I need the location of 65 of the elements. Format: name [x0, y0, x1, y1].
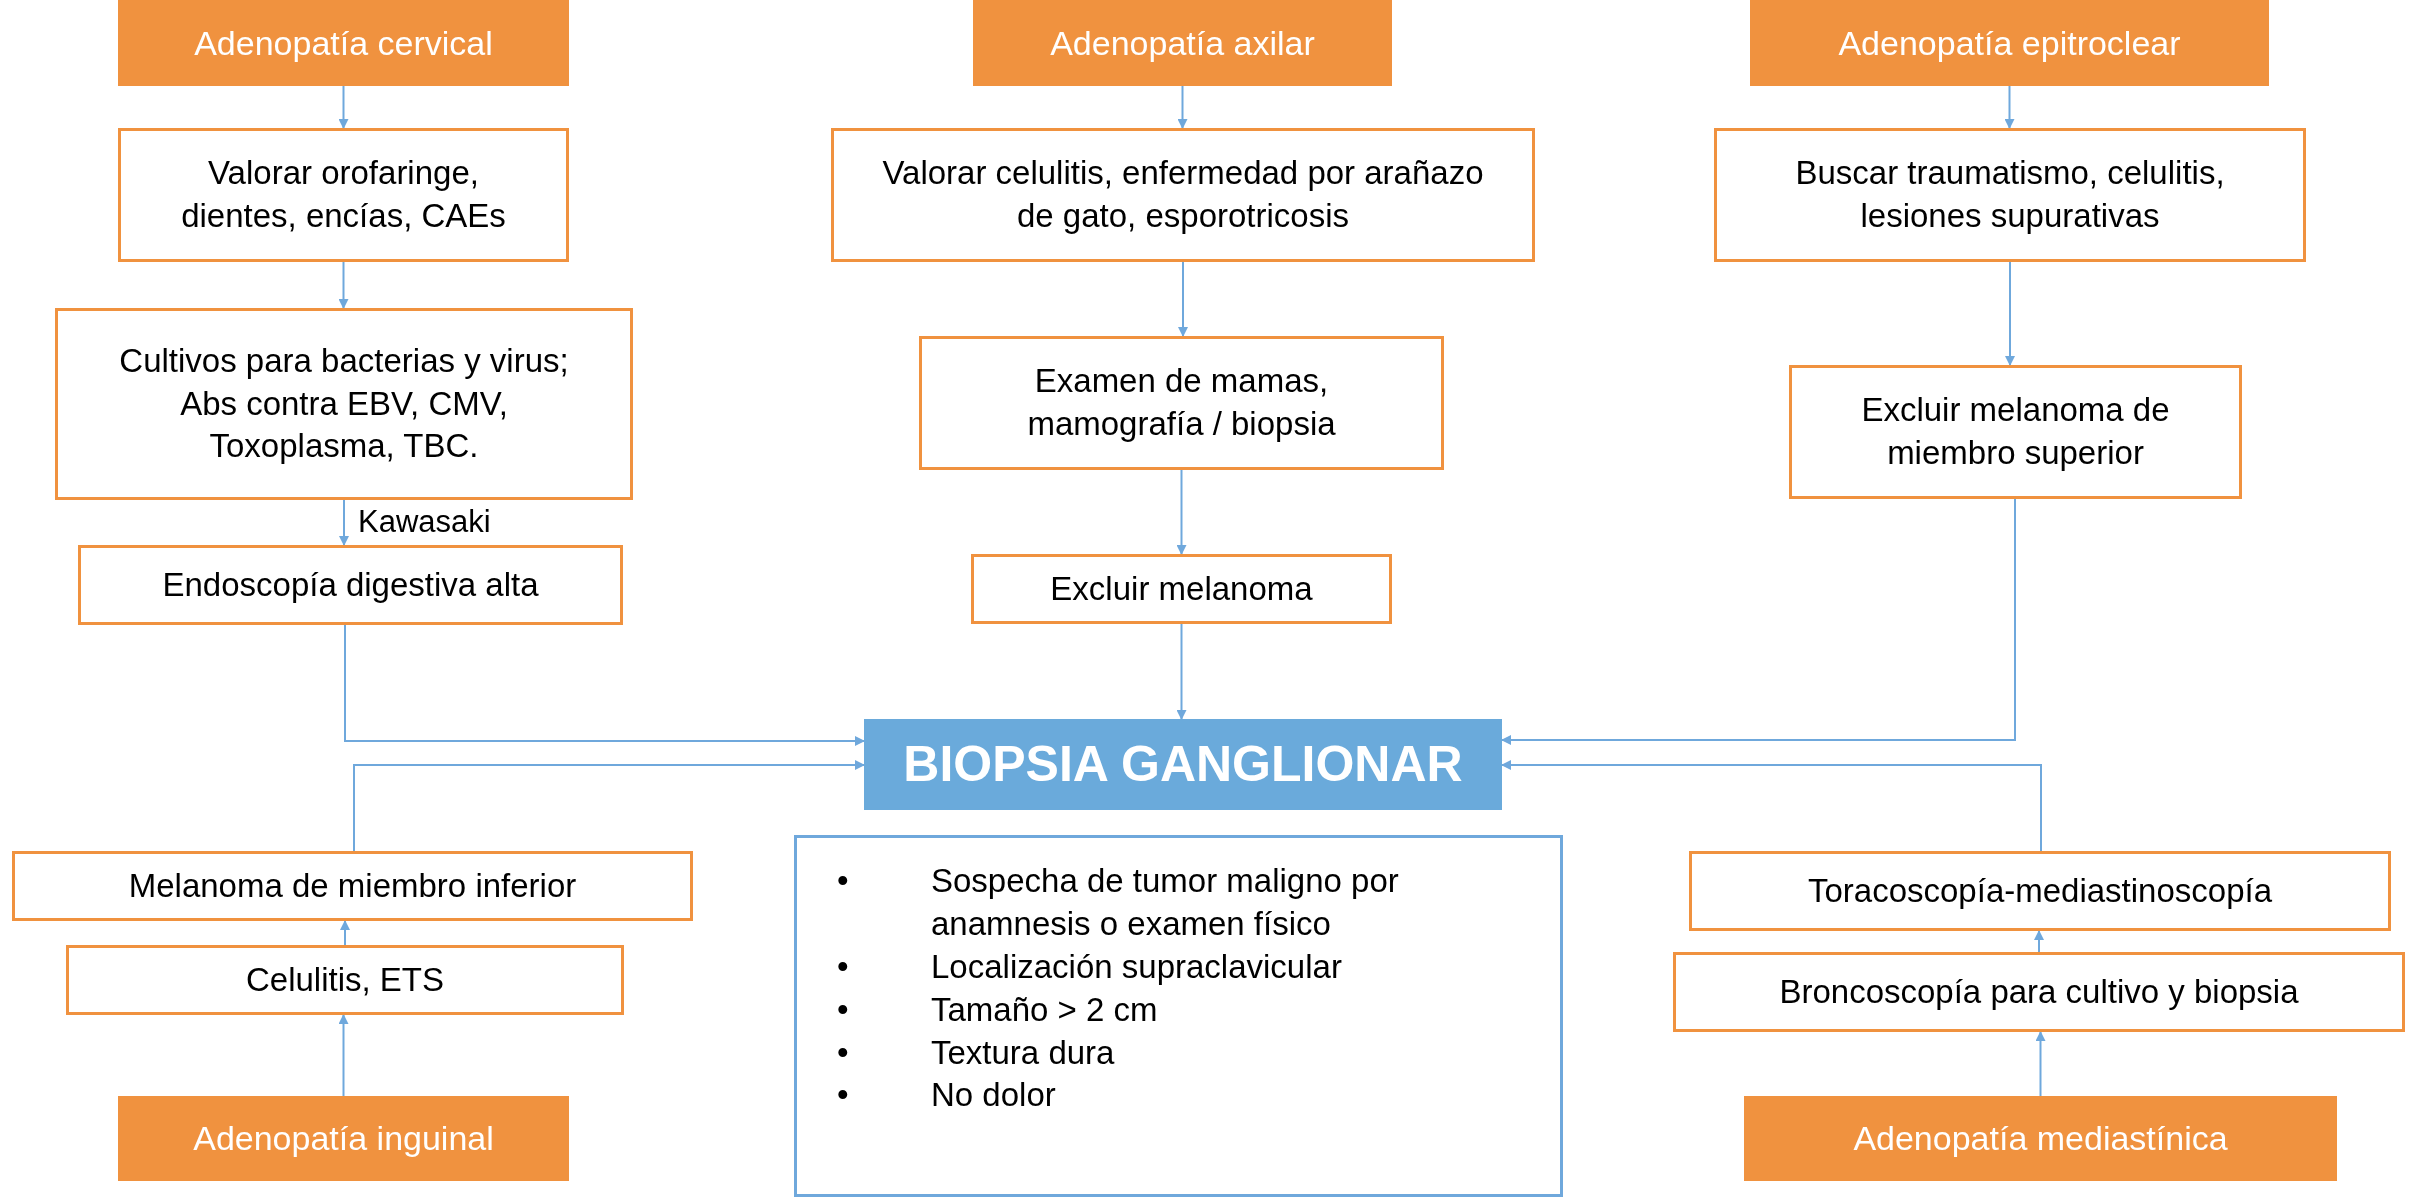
biopsy-box — [864, 719, 1502, 810]
list-item: Textura dura — [931, 1032, 1115, 1073]
process-box — [1789, 365, 2242, 499]
process-box — [66, 945, 624, 1015]
node-text: Excluir melanoma de miembro superior — [1860, 390, 2171, 473]
process-box — [55, 308, 633, 500]
header-box — [118, 0, 569, 86]
node-text: Adenopatía epitroclear — [1838, 22, 2181, 64]
note-text: Kawasaki — [358, 506, 491, 537]
node-text: Endoscopía digestiva alta — [162, 564, 539, 605]
node-text: Adenopatía inguinal — [193, 1118, 494, 1160]
node-text: Melanoma de miembro inferior — [128, 865, 577, 906]
arrow — [338, 1014, 349, 1097]
node-text: Broncoscopía para cultivo y biopsia — [1779, 971, 2299, 1012]
arrow — [1177, 85, 1188, 129]
bullet: • — [837, 861, 850, 901]
node-text: Cultivos para bacterias y virus; Abs contra EBV, CMV, Toxoplasma, TBC. — [118, 340, 570, 467]
arrow — [1176, 623, 1187, 720]
process-box — [1673, 952, 2405, 1032]
process-box — [1689, 851, 2391, 931]
list-item: No dolor — [931, 1075, 1056, 1116]
node-text: Adenopatía mediastínica — [1853, 1118, 2228, 1160]
bullet: • — [837, 1075, 850, 1116]
list-item: Tamaño > 2 cm — [931, 989, 1158, 1030]
arrow — [2005, 261, 2015, 366]
criteria-box — [794, 835, 1563, 1197]
bullet: • — [837, 946, 850, 987]
node-text: Celulitis, ETS — [245, 959, 445, 1000]
arrow — [2034, 930, 2044, 953]
process-box — [919, 336, 1444, 470]
arrow — [344, 624, 865, 746]
node-text: Toracoscopía-mediastinoscopía — [1807, 870, 2273, 911]
process-box — [78, 545, 623, 625]
bullet: • — [837, 1032, 850, 1073]
arrow — [340, 920, 350, 946]
header-box — [973, 0, 1392, 86]
arrow — [1501, 498, 2016, 745]
header-box — [1750, 0, 2269, 86]
arrow — [1176, 469, 1187, 555]
node-text: BIOPSIA GANGLIONAR — [903, 735, 1463, 794]
header-box — [118, 1096, 569, 1181]
arrow — [1501, 760, 2042, 852]
list-item: Sospecha de tumor maligno por anamnesis o examen físico — [931, 861, 1400, 944]
arrow — [353, 760, 865, 852]
node-text: Buscar traumatismo, celulitis, lesiones supurativas — [1794, 153, 2226, 236]
node-text: Adenopatía axilar — [1050, 22, 1315, 64]
arrow — [339, 499, 349, 546]
arrow — [338, 85, 349, 129]
bullet: • — [837, 989, 850, 1030]
node-text: Excluir melanoma — [1050, 568, 1313, 609]
node-text: Adenopatía cervical — [194, 22, 493, 64]
process-box — [118, 128, 569, 262]
process-box — [831, 128, 1535, 262]
node-text: Valorar celulitis, enfermedad por arañazo de gato, esporotricosis — [881, 153, 1485, 236]
header-box — [1744, 1096, 2337, 1181]
process-box — [1714, 128, 2306, 262]
arrow — [2035, 1031, 2046, 1097]
list-item: Localización supraclavicular — [931, 946, 1342, 987]
process-box — [971, 554, 1392, 624]
node-text: Examen de mamas, mamografía / biopsia — [1026, 361, 1337, 444]
node-text: Valorar orofaringe, dientes, encías, CAEs — [180, 153, 507, 236]
process-box — [12, 851, 693, 921]
arrow — [2004, 85, 2015, 129]
arrow — [338, 261, 349, 309]
arrow — [1178, 261, 1188, 337]
